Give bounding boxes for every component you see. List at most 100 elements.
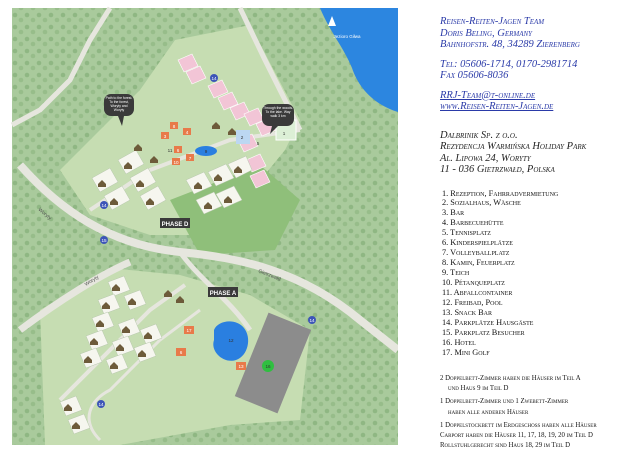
park-address-block: Dalbrinik Sp. z o.o. Rezydencja Warmińsk… xyxy=(440,130,635,176)
inner-road-a xyxy=(58,283,187,402)
poi-number: 14 xyxy=(98,402,104,407)
note-line: 1 Doppelstockbett im Erdgeschoss haben a… xyxy=(440,421,597,429)
poi-number: 6 xyxy=(180,350,183,355)
poi-marker: 14 xyxy=(308,316,316,324)
legend-item: 11. Abfallcontainer xyxy=(442,288,513,298)
note-line: haben alle anderen Häuser xyxy=(448,408,529,416)
poi-marker: 13 xyxy=(237,362,245,369)
poi-number: 14 xyxy=(101,203,107,208)
legend-item: 13. Snack Bar xyxy=(442,307,493,317)
poi-number: 15 xyxy=(101,238,107,243)
lake xyxy=(320,8,398,112)
legend-item: 6. Kinderspielplätze xyxy=(442,238,513,248)
poi-marker: 11 xyxy=(168,148,173,153)
poi-number: 6 xyxy=(177,148,180,153)
company-name: Reisen-Reiten-Jagen Team xyxy=(440,16,545,27)
poi-marker: 7 xyxy=(186,154,194,161)
phase-a-label: PHASE A xyxy=(210,291,237,297)
poi-number: 7 xyxy=(189,156,192,161)
park-city: 11 - 036 Gietrzwałd, Polska xyxy=(440,164,555,175)
legend-item: 4. Barbecuehütte xyxy=(442,218,504,228)
poi-number: 11 xyxy=(168,148,173,153)
poi-number: 13 xyxy=(238,364,244,369)
park-company: Dalbrinik Sp. z o.o. xyxy=(440,129,518,141)
poi-number: 9 xyxy=(205,149,208,154)
poi-marker: 3 xyxy=(161,132,169,139)
poi-marker: 8 xyxy=(170,122,178,129)
path-callout-right: Through the woods. To the lake. Way walk… xyxy=(262,104,294,134)
legend-item: 1. Rezeption, Fahrradvermietung xyxy=(442,188,559,198)
legend-item: 12. Freibad, Pool xyxy=(442,297,503,307)
poi-marker: 5 xyxy=(257,141,260,146)
legend-item: 9. Teich xyxy=(442,268,470,278)
legend-item: 15. Parkplatz Besucher xyxy=(442,327,525,337)
house-icons xyxy=(64,122,242,429)
poi-marker: 9 xyxy=(205,149,208,154)
owner-name: Doris Beling, Germany xyxy=(440,27,533,39)
poi-number: 12 xyxy=(228,338,234,343)
poi-number: 14 xyxy=(211,76,217,81)
social-house xyxy=(236,130,250,144)
poi-marker: 15 xyxy=(100,236,108,244)
legend-item: 17. Mini Golf xyxy=(442,347,490,357)
legend-item: 7. Volleyballplatz xyxy=(442,248,510,258)
park-name: Rezydencja Warmińska Holiday Park xyxy=(440,141,587,152)
poi-number: 3 xyxy=(164,134,167,139)
legend-item: 16. Hotel xyxy=(442,337,476,347)
note-line: 2 Doppelbett-Zimmer haben die Häuser im … xyxy=(440,374,581,382)
poi-number: 2 xyxy=(241,135,244,140)
website-link[interactable]: www.Reisen-Reiten-Jagen.de xyxy=(440,101,554,112)
address: Bahnhofstr. 48, 34289 Zierenberg xyxy=(440,39,580,50)
note-line: 1 Doppelbett-Zimmer und 1 Zwebett-Zimmer xyxy=(440,398,569,406)
poi-marker: 14 xyxy=(97,400,105,408)
note-line: Rollstuhlgerecht sind Haus 18, 29 im Tei… xyxy=(440,442,571,450)
legend-item: 3. Bar xyxy=(442,208,465,218)
poi-marker: 6 xyxy=(174,146,182,153)
legend-item: 10. Pétanqueplatz xyxy=(442,278,505,288)
phase-d-label: PHASE D xyxy=(162,222,189,228)
road-woryty-lower xyxy=(17,258,132,333)
road-forest-diagonal xyxy=(10,6,113,128)
path-callout-left: Path to the forest. To the forest, Woryt… xyxy=(104,94,134,126)
poi-marker: 6 xyxy=(177,348,185,355)
poi-marker: 4 xyxy=(183,128,191,135)
hotel-marker xyxy=(262,360,274,372)
poi-number: 4 xyxy=(186,130,189,135)
note-line: Carport haben die Häuser 11, 17, 18, 19,… xyxy=(440,432,593,440)
legend-item: 5. Tennisplatz xyxy=(442,228,491,238)
poi-number: 14 xyxy=(309,318,315,323)
poi-marker: 10 xyxy=(172,158,180,165)
house-plots-pink xyxy=(177,53,277,189)
poi-number: 17 xyxy=(186,328,192,333)
phone: Tel: 05606-1714, 0170-2981714 xyxy=(440,58,578,70)
inner-road-a2 xyxy=(87,308,201,442)
contact-block: Reisen-Reiten-Jagen Team Doris Beling, G… xyxy=(440,16,635,113)
info-panel: Reisen-Reiten-Jagen Team Doris Beling, G… xyxy=(440,16,635,452)
legend-item: 14. Parkplätze Hausgäste xyxy=(442,317,534,327)
poi-marker: 16 xyxy=(265,364,271,369)
poi-number: 1 xyxy=(283,131,286,136)
house-notes: 2 Doppelbett-Zimmer haben die Häuser im … xyxy=(440,374,635,452)
poi-marker: 1 xyxy=(283,131,286,136)
poi-marker: 14 xyxy=(100,201,108,209)
poi-number: 16 xyxy=(265,364,271,369)
pool xyxy=(213,321,249,361)
poi-marker: 12 xyxy=(228,338,234,343)
legend-item: 2. Sozialhaus, Wäsche xyxy=(442,198,521,208)
poi-number: 10 xyxy=(173,160,179,165)
poi-marker: 14 xyxy=(210,74,218,82)
poi-number: 8 xyxy=(173,124,176,129)
legend-item: 8. Kamin, Feuerplatz xyxy=(442,258,515,268)
lake-label: Jezioro Giłwa xyxy=(333,34,361,39)
boat-icon xyxy=(328,16,336,26)
park-street: Al. Lipowa 24, Woryty xyxy=(440,152,531,164)
email-link[interactable]: RRJ-Team@t-online.de xyxy=(440,89,536,101)
phase-a-label-bg xyxy=(208,287,238,297)
pond xyxy=(195,146,217,156)
poi-number: 5 xyxy=(257,141,260,146)
poi-marker: 17 xyxy=(185,326,193,333)
park-map: Jezioro Giłwa xyxy=(10,6,398,445)
phase-d-label-bg xyxy=(160,218,190,228)
